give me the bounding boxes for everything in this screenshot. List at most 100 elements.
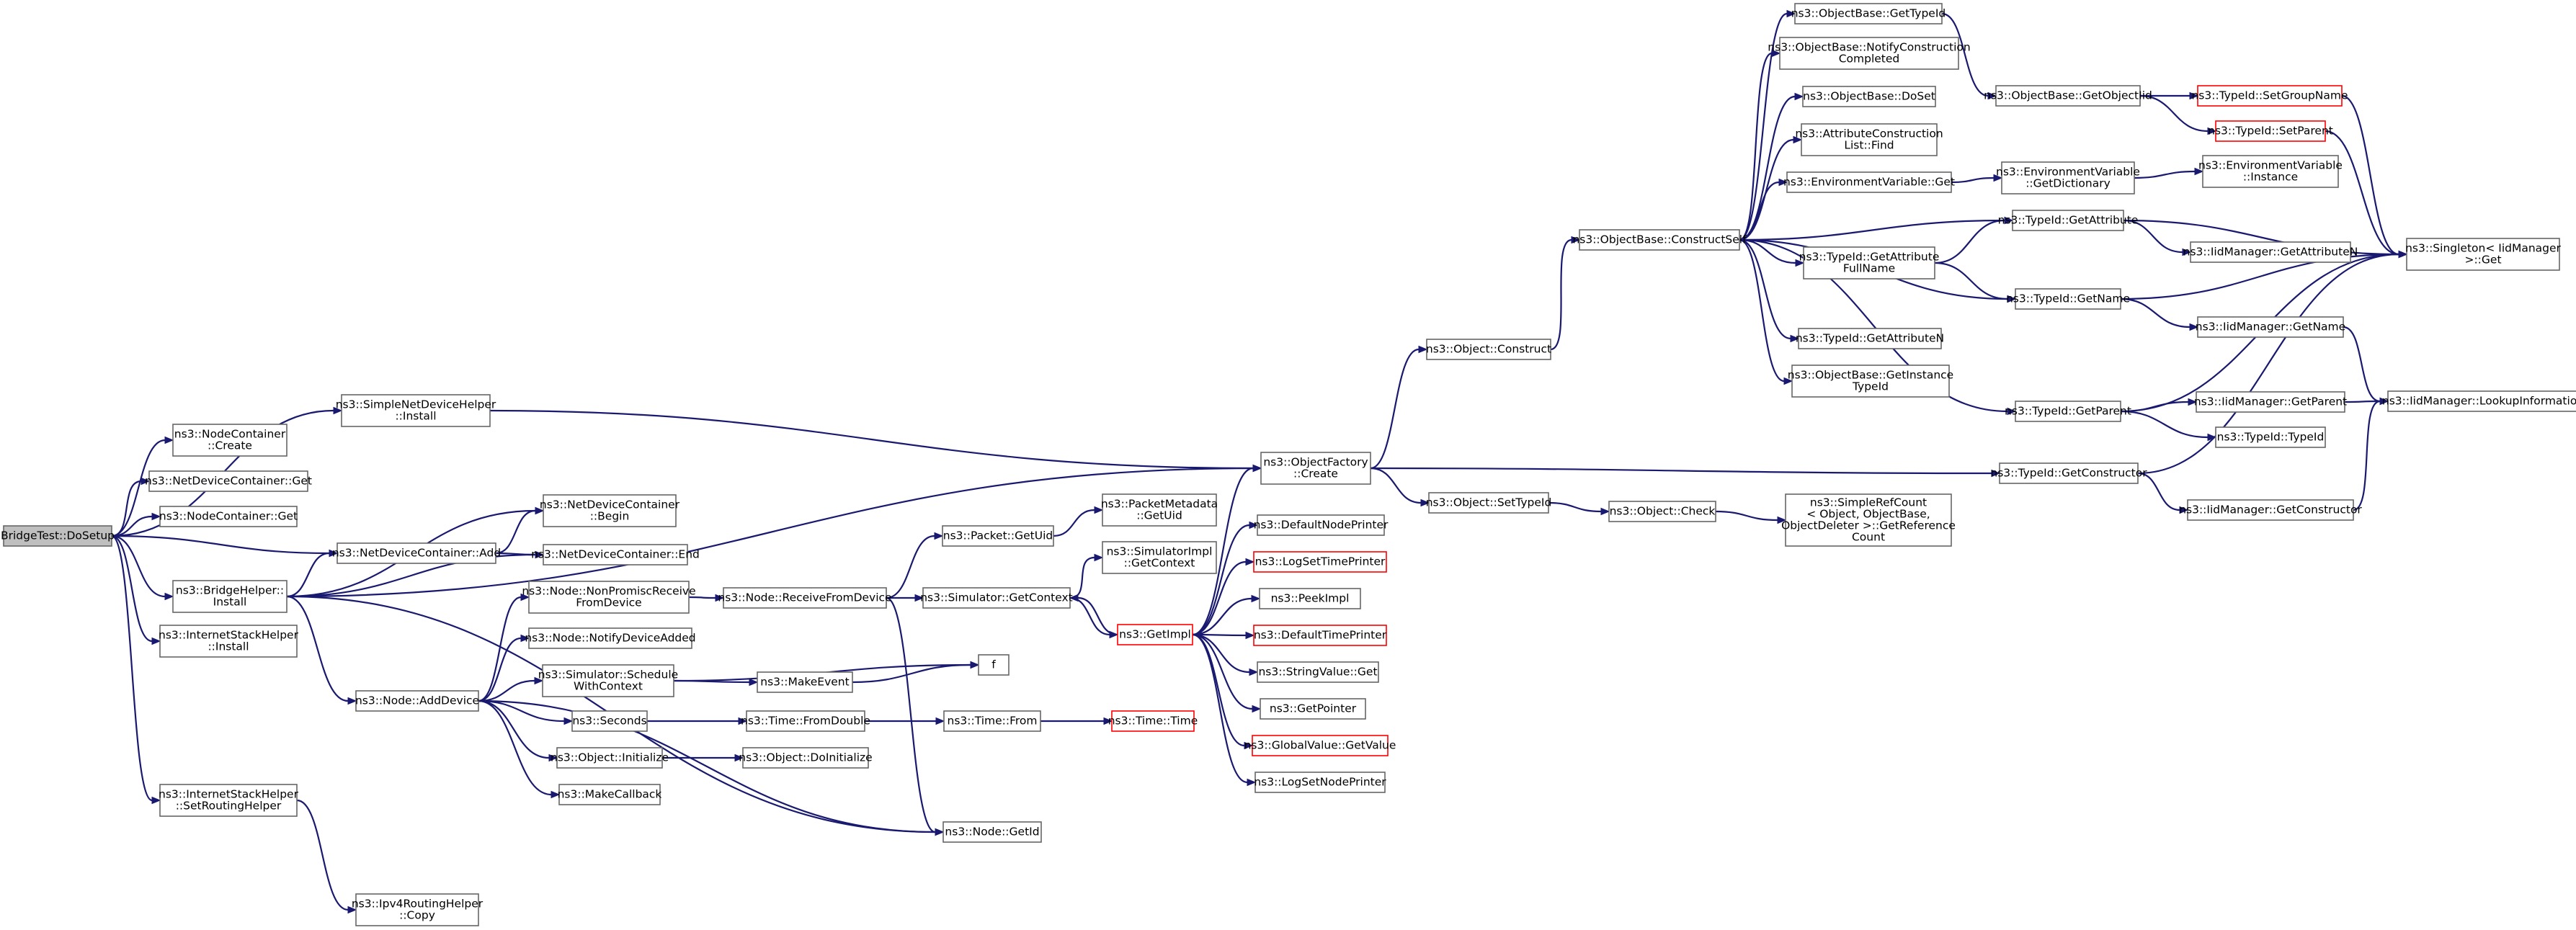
node-ns3-environmentvariable-getdictionary[interactable]: ns3::EnvironmentVariable::GetDictionary bbox=[1996, 161, 2140, 195]
node-box[interactable] bbox=[922, 587, 1071, 609]
node-ns3-simplenetdevicehelper-install[interactable]: ns3::SimpleNetDeviceHelper::Install bbox=[336, 394, 496, 427]
node-box[interactable] bbox=[1254, 772, 1386, 793]
node-ns3-stringvalue-get[interactable]: ns3::StringValue::Get bbox=[1257, 661, 1379, 683]
node-ns3-typeid-typeid[interactable]: ns3::TypeId::TypeId bbox=[2215, 426, 2326, 448]
node-box[interactable] bbox=[2202, 155, 2339, 188]
node-box[interactable] bbox=[1102, 493, 1217, 527]
node-box[interactable] bbox=[172, 580, 288, 613]
node-ns3-netdevicecontainer-end[interactable]: ns3::NetDeviceContainer::End bbox=[531, 544, 700, 565]
node-ns3-iidmanager-getconstructor[interactable]: ns3::IidManager::GetConstructor bbox=[2179, 499, 2362, 521]
node-ns3-objectbase-notifyconstruction-completed[interactable]: ns3::ObjectBase::NotifyConstructionCompl… bbox=[1768, 37, 1971, 70]
node-box[interactable] bbox=[2196, 391, 2345, 413]
node-box[interactable] bbox=[2197, 85, 2343, 107]
node-ns3-iidmanager-getattributen[interactable]: ns3::IidManager::GetAttributeN bbox=[2183, 241, 2358, 263]
node-box[interactable] bbox=[1791, 365, 1950, 398]
node-box[interactable] bbox=[1608, 501, 1716, 522]
node-ns3-typeid-getattributen[interactable]: ns3::TypeId::GetAttributeN bbox=[1796, 328, 1944, 349]
node-box[interactable] bbox=[1785, 493, 1952, 547]
node-ns3-packetmetadata-getuid[interactable]: ns3::PacketMetadata::GetUid bbox=[1101, 493, 1218, 527]
node-box[interactable] bbox=[543, 494, 677, 527]
node-box[interactable] bbox=[1794, 3, 1943, 24]
node-box[interactable] bbox=[1260, 698, 1366, 720]
node-ns3-node-getid[interactable]: ns3::Node::GetId bbox=[942, 821, 1042, 843]
node-ns3-netdevicecontainer-add[interactable]: ns3::NetDeviceContainer::Add bbox=[332, 542, 501, 564]
node-ns3-object-doinitialize[interactable]: ns3::Object::DoInitialize bbox=[739, 747, 873, 769]
node-box[interactable] bbox=[1428, 492, 1549, 514]
node-box[interactable] bbox=[1999, 462, 2139, 484]
node-box[interactable] bbox=[2187, 499, 2354, 521]
node-ns3-node-adddevice[interactable]: ns3::Node::AddDevice bbox=[355, 690, 479, 712]
node-box[interactable] bbox=[1779, 37, 1959, 70]
node-box[interactable] bbox=[1117, 624, 1193, 645]
node-ns3-defaulttimeprinter[interactable]: ns3::DefaultTimePrinter bbox=[1253, 625, 1387, 646]
node-box[interactable] bbox=[978, 654, 1010, 676]
node-box[interactable] bbox=[159, 506, 298, 527]
node-box[interactable] bbox=[543, 544, 688, 565]
node-box[interactable] bbox=[2387, 390, 2576, 412]
node-box[interactable] bbox=[528, 627, 692, 649]
node-box[interactable] bbox=[2001, 161, 2135, 195]
node-ns3-netdevicecontainer-get[interactable]: ns3::NetDeviceContainer::Get bbox=[145, 470, 312, 492]
node-box[interactable] bbox=[341, 394, 491, 427]
node-box[interactable] bbox=[723, 587, 887, 609]
node-box[interactable] bbox=[1801, 123, 1938, 156]
node-ns3-simplerefcount-object-objectbase-objectdeleter-getreference-count[interactable]: ns3::SimpleRefCount< Object, ObjectBase,… bbox=[1781, 493, 1956, 547]
node-ns3-peekimpl[interactable]: ns3::PeekImpl bbox=[1259, 588, 1361, 609]
node-ns3-objectbase-getobjectiid[interactable]: ns3::ObjectBase::GetObjectIid bbox=[1984, 85, 2152, 107]
node-ns3-ipv4routinghelper-copy[interactable]: ns3::Ipv4RoutingHelper::Copy bbox=[352, 893, 483, 926]
node-box[interactable] bbox=[2015, 401, 2121, 422]
node-box[interactable] bbox=[172, 424, 288, 457]
node-ns3-typeid-setparent[interactable]: ns3::TypeId::SetParent bbox=[2208, 120, 2333, 142]
node-box[interactable] bbox=[942, 821, 1042, 843]
node-ns3-iidmanager-lookupinformation[interactable]: ns3::IidManager::LookupInformation bbox=[2382, 390, 2576, 412]
node-ns3-environmentvariable-instance[interactable]: ns3::EnvironmentVariable::Instance bbox=[2198, 155, 2343, 188]
node-box[interactable] bbox=[1102, 541, 1217, 574]
node-ns3-nodecontainer-create[interactable]: ns3::NodeContainer::Create bbox=[172, 424, 288, 457]
node-ns3-node-receivefromdevice[interactable]: ns3::Node::ReceiveFromDevice bbox=[718, 587, 892, 609]
node-ns3-objectbase-doset[interactable]: ns3::ObjectBase::DoSet bbox=[1802, 86, 1936, 107]
node-box[interactable] bbox=[1786, 171, 1952, 193]
node-box[interactable] bbox=[1111, 710, 1195, 732]
node-ns3-typeid-getattribute[interactable]: ns3::TypeId::GetAttribute bbox=[1998, 210, 2139, 231]
node-box[interactable] bbox=[159, 784, 298, 817]
node-ns3-makeevent[interactable]: ns3::MakeEvent bbox=[757, 671, 853, 693]
node-ns3-netdevicecontainer-begin[interactable]: ns3::NetDeviceContainer::Begin bbox=[540, 494, 680, 527]
node-ns3-object-check[interactable]: ns3::Object::Check bbox=[1608, 501, 1716, 522]
node-ns3-defaultnodeprinter[interactable]: ns3::DefaultNodePrinter bbox=[1254, 514, 1389, 536]
node-box[interactable] bbox=[1426, 339, 1551, 360]
node-ns3-typeid-setgroupname[interactable]: ns3::TypeId::SetGroupName bbox=[2191, 85, 2348, 107]
node-box[interactable] bbox=[942, 525, 1054, 547]
node-box[interactable] bbox=[571, 710, 648, 732]
node-box[interactable] bbox=[528, 581, 690, 614]
node-ns3-object-construct[interactable]: ns3::Object::Construct bbox=[1426, 339, 1551, 360]
node-box[interactable] bbox=[1259, 588, 1361, 609]
node-box[interactable] bbox=[148, 470, 308, 492]
node-ns3-environmentvariable-get[interactable]: ns3::EnvironmentVariable::Get bbox=[1783, 171, 1955, 193]
node-ns3-typeid-getname[interactable]: ns3::TypeId::GetName bbox=[2006, 288, 2130, 310]
node-box[interactable] bbox=[2215, 120, 2326, 142]
node-ns3-objectfactory-create[interactable]: ns3::ObjectFactory::Create bbox=[1260, 452, 1371, 485]
node-box[interactable] bbox=[1798, 328, 1942, 349]
node-box[interactable] bbox=[2215, 426, 2326, 448]
node-box[interactable] bbox=[1803, 246, 1935, 280]
node-box[interactable] bbox=[337, 542, 496, 564]
node-box[interactable] bbox=[1257, 514, 1385, 536]
node-box[interactable] bbox=[746, 710, 865, 732]
node-ns3-nodecontainer-get[interactable]: ns3::NodeContainer::Get bbox=[159, 506, 298, 527]
node-box[interactable] bbox=[2406, 238, 2560, 271]
node-ns3-simulator-getcontext[interactable]: ns3::Simulator::GetContext bbox=[920, 587, 1073, 609]
node-ns3-iidmanager-getname[interactable]: ns3::IidManager::GetName bbox=[2196, 316, 2345, 338]
node-ns3-packet-getuid[interactable]: ns3::Packet::GetUid bbox=[942, 525, 1054, 547]
node-box[interactable] bbox=[2197, 316, 2344, 338]
node-ns3-singleton-iidmanager-get[interactable]: ns3::Singleton< IidManager>::Get bbox=[2405, 238, 2562, 271]
node-box[interactable] bbox=[355, 893, 479, 926]
node-ns3-objectbase-constructself[interactable]: ns3::ObjectBase::ConstructSelf bbox=[1572, 229, 1747, 251]
node-box[interactable] bbox=[2190, 241, 2351, 263]
node-box[interactable] bbox=[943, 710, 1041, 732]
node-ns3-seconds[interactable]: ns3::Seconds bbox=[571, 710, 648, 732]
node-ns3-getpointer[interactable]: ns3::GetPointer bbox=[1260, 698, 1366, 720]
node-ns3-makecallback[interactable]: ns3::MakeCallback bbox=[558, 784, 662, 805]
